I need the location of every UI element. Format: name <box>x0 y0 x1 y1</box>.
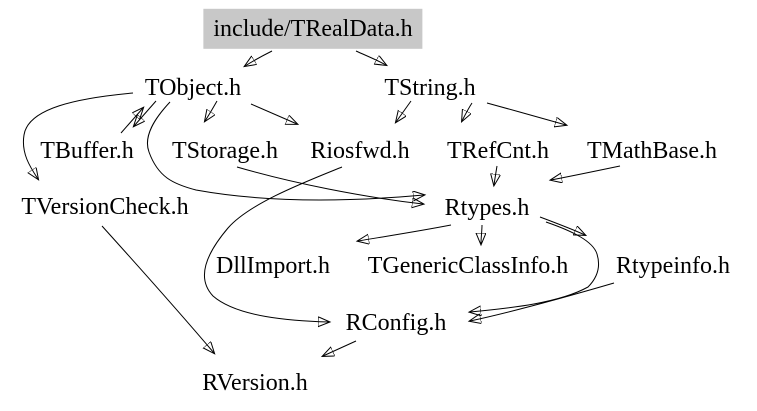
edge-rtypes-rtypeinfo <box>539 216 585 235</box>
graph-node-tgenericclassinfo[interactable]: TGenericClassInfo.h <box>367 252 569 279</box>
edge-tversioncheck-rversion <box>101 225 214 353</box>
graph-node-tobject[interactable]: TObject.h <box>144 74 242 101</box>
graph-node-tmathbase[interactable]: TMathBase.h <box>587 137 717 164</box>
graph-node-tbuffer[interactable]: TBuffer.h <box>40 137 134 164</box>
edge-tbuffer-tobject <box>120 108 143 134</box>
graph-node-dllimport[interactable]: DllImport.h <box>216 252 330 279</box>
graph-node-tstorage[interactable]: TStorage.h <box>172 137 278 164</box>
edge-tobject-tbuffer <box>134 100 157 126</box>
edge-riosfwd-rconfig <box>204 166 343 322</box>
edge-tstring-riosfwd <box>396 100 412 122</box>
graph-node-trefcnt[interactable]: TRefCnt.h <box>447 137 549 164</box>
edge-tobject-rtypes <box>147 101 424 200</box>
graph-node-rconfig[interactable]: RConfig.h <box>345 309 447 336</box>
edge-rtypes-dllimport <box>358 224 452 241</box>
edge-rconfig-rversion <box>323 340 357 356</box>
graph-node-rtypes[interactable]: Rtypes.h <box>444 194 530 221</box>
edge-tobject-tversioncheck <box>22 92 134 179</box>
edge-tstring-tmathbase <box>486 102 566 125</box>
graph-node-rtypeinfo[interactable]: Rtypeinfo.h <box>616 252 730 279</box>
edge-tstorage-rtypes <box>236 166 423 204</box>
edge-trefcnt-rtypes <box>494 165 497 185</box>
edge-rtypeinfo-rconfig <box>470 282 615 321</box>
graph-node-tversioncheck[interactable]: TVersionCheck.h <box>21 193 189 220</box>
graph-node-riosfwd[interactable]: Riosfwd.h <box>310 137 410 164</box>
edge-rtypes-rconfig <box>470 221 600 312</box>
edge-tmathbase-rtypes <box>551 165 621 180</box>
graph-node-tstring[interactable]: TString.h <box>384 74 476 101</box>
edge-rtypes-tgenericclassinfo <box>481 224 482 244</box>
graph-node-rversion[interactable]: RVersion.h <box>202 369 308 396</box>
edge-trealdata-tobject <box>245 50 273 66</box>
edge-trealdata-tstring <box>355 50 386 65</box>
edge-tobject-tstorage <box>205 100 218 121</box>
edge-tstring-trefcnt <box>462 102 473 121</box>
edge-tobject-riosfwd <box>250 103 297 124</box>
graph-node-trealdata: include/TRealData.h <box>203 8 423 50</box>
